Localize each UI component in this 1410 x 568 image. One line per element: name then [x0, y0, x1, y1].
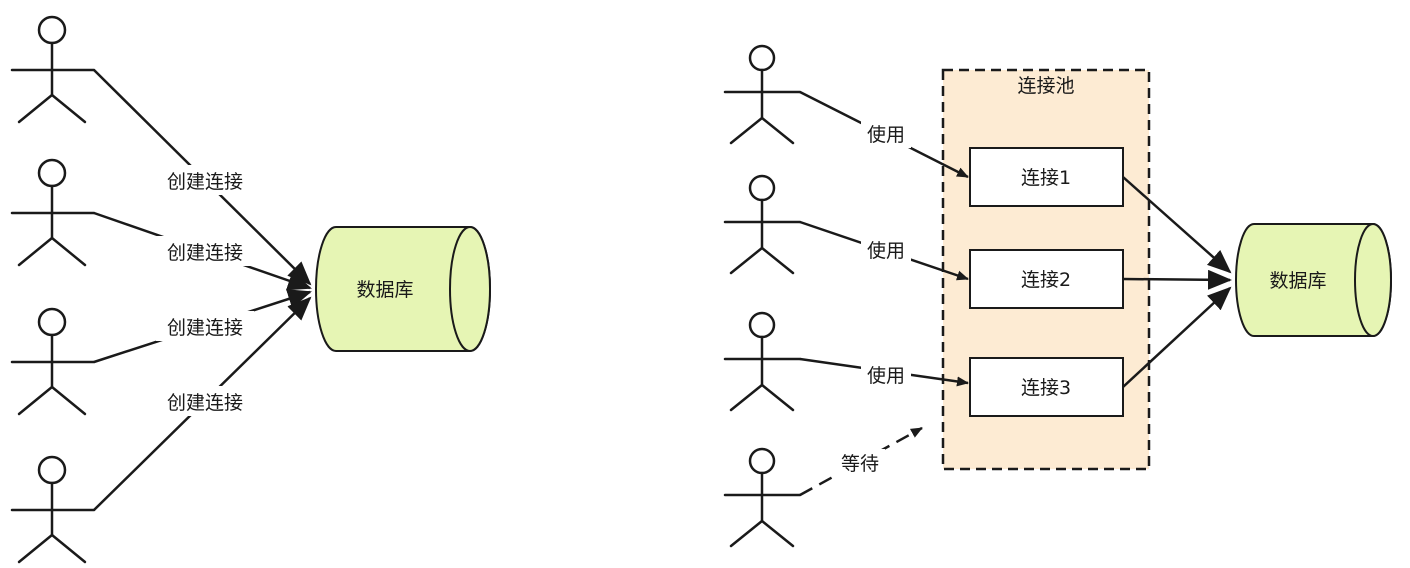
actor-icon — [10, 158, 96, 267]
connection-box — [969, 357, 1124, 417]
actor-icon — [723, 44, 802, 145]
database-label: 数据库 — [356, 279, 413, 301]
edge-label: 创建连接 — [167, 171, 243, 193]
edge-label: 创建连接 — [167, 317, 243, 339]
database-icon — [315, 226, 491, 352]
use-label: 使用 — [867, 365, 905, 387]
database-label: 数据库 — [1269, 270, 1326, 292]
actor-icon — [10, 15, 96, 124]
database-icon — [1235, 223, 1392, 337]
connection-label: 连接3 — [1021, 377, 1071, 399]
connection-db-edge — [1122, 176, 1232, 274]
use-label: 使用 — [867, 240, 905, 262]
pool-label: 连接池 — [1017, 75, 1074, 97]
connection-box — [969, 147, 1124, 207]
actor-icon — [10, 455, 96, 564]
connection-label: 连接1 — [1021, 167, 1071, 189]
edge-label: 创建连接 — [167, 392, 243, 414]
left-panel: 创建连接 创建连接 创建连接 创建连接 数据库 — [10, 15, 491, 564]
wait-label: 等待 — [841, 453, 879, 475]
edge-label: 创建连接 — [167, 242, 243, 264]
use-label: 使用 — [867, 124, 905, 146]
connection-db-edge — [1122, 286, 1232, 388]
connection-db-edge — [1122, 269, 1232, 290]
actor-icon — [723, 174, 802, 275]
connection-label: 连接2 — [1021, 269, 1071, 291]
connection-box — [969, 249, 1124, 309]
actor-icon — [723, 311, 802, 412]
actor-icon — [723, 447, 802, 548]
right-panel: 连接池 连接1 连接2 连接3 — [723, 44, 1392, 548]
actor-icon — [10, 307, 96, 416]
